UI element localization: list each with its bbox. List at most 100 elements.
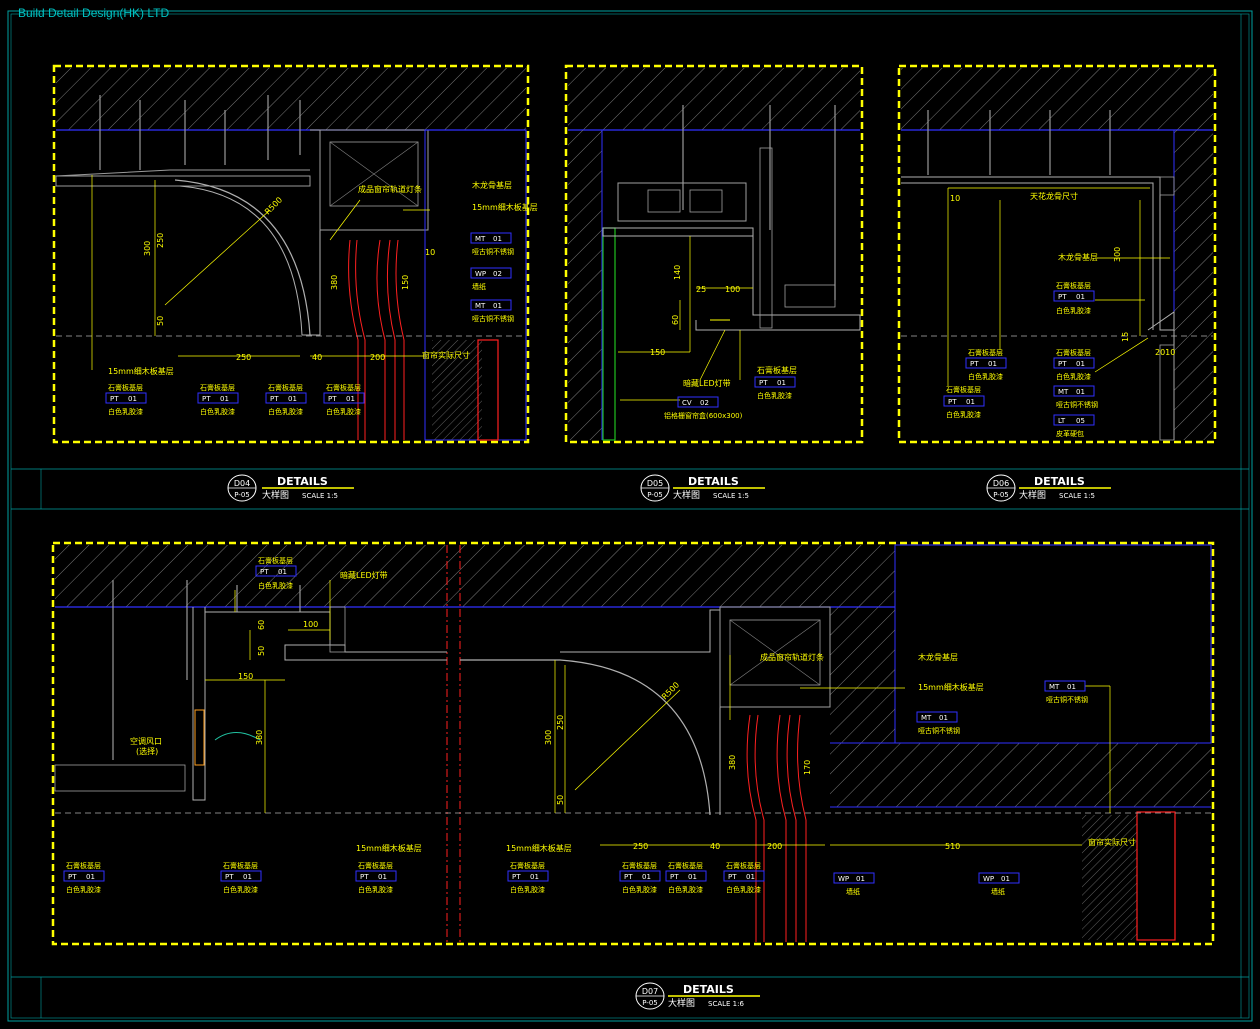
svg-text:01: 01 xyxy=(278,568,287,576)
svg-text:石膏板基层: 石膏板基层 xyxy=(108,383,143,392)
svg-text:CV: CV xyxy=(682,399,692,407)
dim-d06-15: 15 xyxy=(1121,332,1130,342)
svg-text:01: 01 xyxy=(1076,360,1085,368)
svg-text:PT: PT xyxy=(759,379,768,387)
d05-sheet: P-05 xyxy=(647,491,663,499)
label-d07-mdf-right: 15mm细木板基层 xyxy=(506,843,572,853)
detail-d06-drawing xyxy=(897,64,1217,444)
svg-text:PT: PT xyxy=(260,568,269,576)
label-d07-curtain-size: 窗帘实际尺寸 xyxy=(1088,837,1136,847)
svg-text:皮革硬包: 皮革硬包 xyxy=(1056,429,1084,438)
svg-text:哑古铜不锈钢: 哑古铜不锈钢 xyxy=(1046,695,1088,704)
d05-subtitle: 大样图 xyxy=(673,489,700,501)
svg-text:MT: MT xyxy=(1058,388,1069,396)
dim-d07-380b: 380 xyxy=(728,755,737,770)
dim-d06-2010: 2010 xyxy=(1155,348,1175,357)
label-d06-ceiling-size: 天花龙骨尺寸 xyxy=(1030,191,1078,201)
svg-text:PT: PT xyxy=(328,395,337,403)
dim-d04-200: 200 xyxy=(370,353,385,362)
svg-text:PT: PT xyxy=(270,395,279,403)
svg-text:石膏板基层: 石膏板基层 xyxy=(622,861,657,870)
svg-text:01: 01 xyxy=(988,360,997,368)
svg-text:石膏板基层: 石膏板基层 xyxy=(326,383,361,392)
d06-code: D06 xyxy=(993,479,1009,488)
svg-text:MT: MT xyxy=(921,714,932,722)
dim-d07-300: 300 xyxy=(544,730,553,745)
svg-text:01: 01 xyxy=(493,235,502,243)
svg-text:01: 01 xyxy=(1076,388,1085,396)
svg-text:石膏板基层: 石膏板基层 xyxy=(268,383,303,392)
d07-scale: SCALE 1:6 xyxy=(708,1000,744,1008)
d05-code: D05 xyxy=(647,479,663,488)
label-d04-curtain-size: 窗帘实际尺寸 xyxy=(422,350,470,360)
d06-sheet: P-05 xyxy=(993,491,1009,499)
svg-text:白色乳胶漆: 白色乳胶漆 xyxy=(668,885,703,894)
title-block-d04: D04 P-05 DETAILS 大样图 SCALE 1:5 xyxy=(227,474,354,502)
svg-text:01: 01 xyxy=(243,873,252,881)
svg-text:哑古铜不锈钢: 哑古铜不锈钢 xyxy=(472,314,514,323)
detail-d05-drawing xyxy=(564,64,864,444)
svg-text:石膏板基层: 石膏板基层 xyxy=(1056,281,1091,290)
dim-d07-60: 60 xyxy=(257,620,266,630)
dim-d07-510: 510 xyxy=(945,842,960,851)
d04-sheet: P-05 xyxy=(234,491,250,499)
svg-text:白色乳胶漆: 白色乳胶漆 xyxy=(1056,372,1091,381)
svg-text:01: 01 xyxy=(939,714,948,722)
dim-d04-150: 150 xyxy=(401,275,410,290)
svg-text:白色乳胶漆: 白色乳胶漆 xyxy=(946,410,981,419)
svg-text:PT: PT xyxy=(360,873,369,881)
svg-text:PT: PT xyxy=(970,360,979,368)
svg-text:01: 01 xyxy=(1067,683,1076,691)
dim-d07-200: 200 xyxy=(767,842,782,851)
label-d05-hidden-led: 暗藏LED灯带 xyxy=(683,378,731,388)
svg-text:白色乳胶漆: 白色乳胶漆 xyxy=(223,885,258,894)
svg-text:PT: PT xyxy=(728,873,737,881)
svg-text:石膏板基层: 石膏板基层 xyxy=(726,861,761,870)
dim-d07-170: 170 xyxy=(803,760,812,775)
label-d07-mdf-left: 15mm细木板基层 xyxy=(356,843,422,853)
label-d07-mdf: 15mm细木板基层 xyxy=(918,682,984,692)
svg-text:白色乳胶漆: 白色乳胶漆 xyxy=(258,581,293,590)
svg-text:白色乳胶漆: 白色乳胶漆 xyxy=(108,407,143,416)
label-d06-wood-keel: 木龙骨基层 xyxy=(1058,252,1098,262)
dim-d04-50: 50 xyxy=(156,316,165,326)
dim-d07-250: 250 xyxy=(633,842,648,851)
dim-d07-50b: 50 xyxy=(556,795,565,805)
svg-text:石膏板基层: 石膏板基层 xyxy=(358,861,393,870)
dim-d07-250v: 250 xyxy=(556,715,565,730)
svg-text:白色乳胶漆: 白色乳胶漆 xyxy=(1056,306,1091,315)
svg-text:MT: MT xyxy=(475,235,486,243)
svg-text:哑古铜不锈钢: 哑古铜不锈钢 xyxy=(472,247,514,256)
tag-d04-mt-1: MT 01 哑古铜不锈钢 xyxy=(470,232,514,256)
dim-d07-100: 100 xyxy=(303,620,318,629)
company-name: Build Detail Design(HK) LTD xyxy=(18,6,169,20)
svg-text:PT: PT xyxy=(512,873,521,881)
svg-text:哑古铜不锈钢: 哑古铜不锈钢 xyxy=(1056,400,1098,409)
svg-text:铝格栅窗帘盒(600x300): 铝格栅窗帘盒(600x300) xyxy=(664,411,743,420)
svg-text:01: 01 xyxy=(856,875,865,883)
svg-text:WP: WP xyxy=(838,875,849,883)
tag-d06-mt: MT 01 哑古铜不锈钢 xyxy=(1053,385,1098,409)
svg-text:白色乳胶漆: 白色乳胶漆 xyxy=(968,372,1003,381)
svg-text:墙纸: 墙纸 xyxy=(472,282,486,291)
label-d07-ac-vent: 空调风口 xyxy=(130,736,162,746)
label-d05-gypsum: 石膏板基层 xyxy=(757,365,797,375)
label-d07-wood-keel: 木龙骨基层 xyxy=(918,652,958,662)
svg-text:白色乳胶漆: 白色乳胶漆 xyxy=(726,885,761,894)
svg-text:WP: WP xyxy=(983,875,994,883)
dim-d05-140: 140 xyxy=(673,265,682,280)
d07-code: D07 xyxy=(642,987,658,996)
d04-title: DETAILS xyxy=(277,475,328,488)
